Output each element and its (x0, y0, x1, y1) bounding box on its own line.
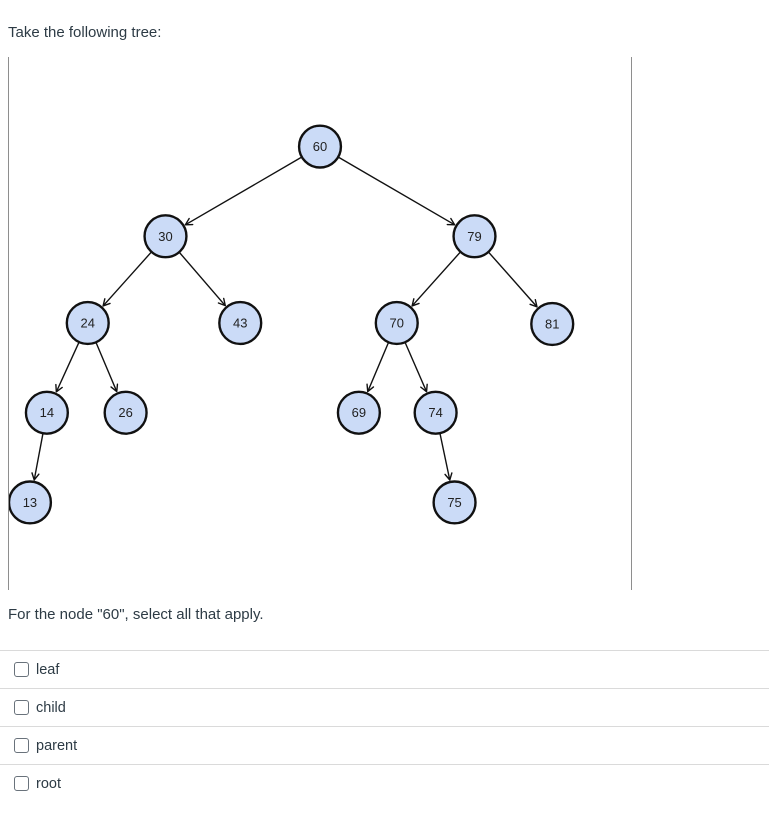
tree-node-75: 75 (432, 480, 477, 525)
tree-edge-30-24 (102, 251, 153, 307)
tree-diagram-frame: 60 30 79 24 43 70 81 14 26 69 74 13 75 (8, 57, 632, 590)
tree-node-circle-69 (336, 390, 382, 435)
tree-node-30: 30 (143, 214, 188, 259)
tree-edge-60-30 (184, 156, 303, 226)
tree-edge-79-81 (487, 251, 538, 308)
tree-node-circle-26 (103, 390, 148, 435)
tree-node-81: 81 (530, 301, 575, 347)
tree-node-circle-79 (452, 214, 497, 259)
option-row-root[interactable]: root (0, 764, 769, 802)
tree-node-circle-13 (9, 480, 53, 525)
tree-node-60: 60 (297, 124, 343, 169)
tree-edge-24-14 (55, 341, 80, 393)
checkbox-child[interactable] (14, 700, 29, 715)
answer-options-list: leaf child parent root (0, 650, 769, 802)
intro-text: Take the following tree: (8, 24, 162, 41)
tree-node-circle-70 (374, 300, 419, 346)
tree-node-label-81: 81 (545, 316, 559, 331)
tree-node-circle-60 (297, 124, 343, 169)
tree-node-label-14: 14 (40, 405, 54, 420)
tree-node-label-70: 70 (390, 315, 404, 330)
tree-edge-74-75 (439, 433, 453, 481)
tree-node-label-30: 30 (158, 229, 172, 244)
tree-node-14: 14 (24, 390, 70, 435)
checkbox-parent[interactable] (14, 738, 29, 753)
tree-node-74: 74 (413, 390, 458, 435)
checkbox-root[interactable] (14, 776, 29, 791)
tree-edge-79-70 (411, 251, 462, 307)
tree-edge-70-69 (366, 341, 390, 393)
tree-edge-24-26 (95, 341, 119, 393)
option-row-child[interactable]: child (0, 688, 769, 726)
tree-node-26: 26 (103, 390, 148, 435)
tree-node-label-60: 60 (313, 139, 327, 154)
tree-node-69: 69 (336, 390, 382, 435)
tree-node-circle-43 (218, 300, 263, 346)
option-label-parent[interactable]: parent (36, 737, 78, 754)
tree-node-circle-24 (65, 300, 110, 346)
tree-node-70: 70 (374, 300, 419, 346)
tree-node-circle-81 (530, 301, 575, 347)
tree-node-label-26: 26 (118, 405, 132, 420)
tree-node-circle-30 (143, 214, 188, 259)
option-label-root[interactable]: root (36, 775, 61, 792)
tree-node-43: 43 (218, 300, 263, 346)
tree-node-label-43: 43 (233, 315, 247, 330)
tree-node-label-13: 13 (23, 495, 37, 510)
tree-node-79: 79 (452, 214, 497, 259)
tree-edge-60-79 (337, 156, 456, 226)
tree-node-13: 13 (9, 480, 53, 525)
tree-node-label-79: 79 (467, 229, 481, 244)
tree-node-circle-74 (413, 390, 458, 435)
tree-node-label-69: 69 (352, 405, 366, 420)
option-label-leaf[interactable]: leaf (36, 661, 60, 678)
option-row-leaf[interactable]: leaf (0, 650, 769, 688)
tree-edge-30-43 (178, 251, 227, 307)
tree-node-24: 24 (65, 300, 110, 346)
tree-node-circle-75 (432, 480, 477, 525)
tree-node-label-74: 74 (428, 405, 442, 420)
option-row-parent[interactable]: parent (0, 726, 769, 764)
tree-node-label-75: 75 (447, 495, 461, 510)
checkbox-leaf[interactable] (14, 662, 29, 677)
question-text: For the node "60", select all that apply… (8, 606, 264, 623)
tree-edge-70-74 (404, 341, 428, 393)
tree-node-circle-14 (24, 390, 70, 435)
option-label-child[interactable]: child (36, 699, 66, 716)
tree-diagram: 60 30 79 24 43 70 81 14 26 69 74 13 75 (9, 124, 575, 525)
tree-node-label-24: 24 (81, 315, 95, 330)
tree-edge-14-13 (31, 433, 44, 481)
